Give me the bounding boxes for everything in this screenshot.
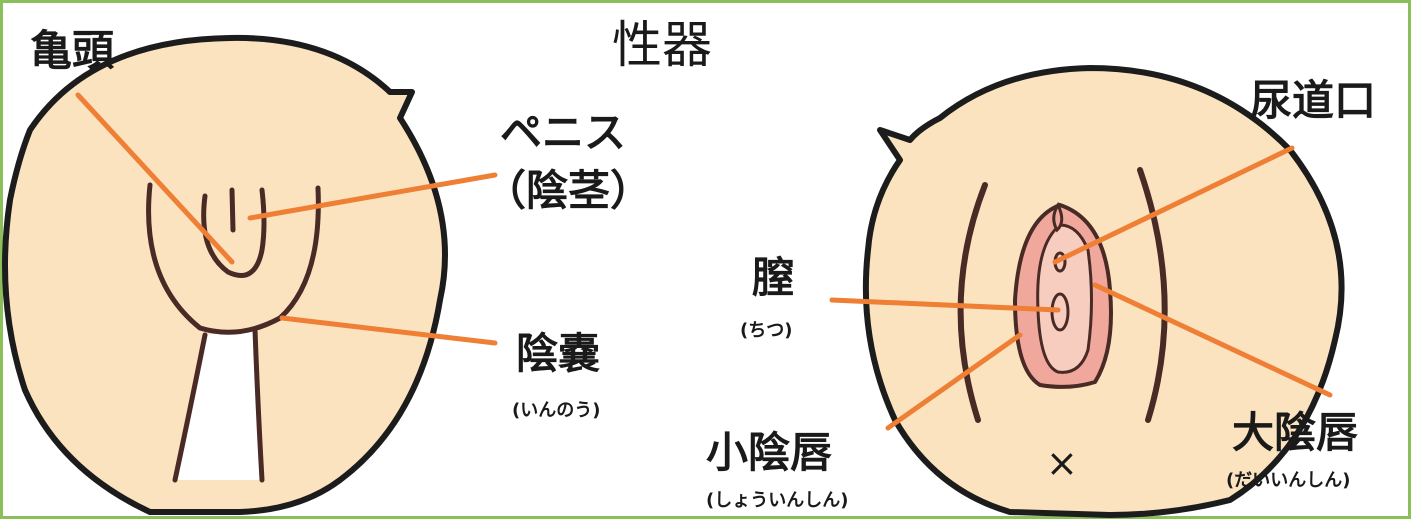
label-scrotum: 陰嚢 [516,329,601,378]
male-illustration [2,34,498,515]
label-glans: 亀頭 [30,26,115,75]
leader-vagina [829,297,1061,313]
label-vagina-reading: (ちつ) [740,320,793,341]
label-vagina: 膣 [752,253,795,302]
label-urethral-opening: 尿道口 [1250,76,1377,125]
penis-center-line [229,187,236,233]
female-illustration [829,65,1345,518]
leader-urethral-opening [1052,145,1295,265]
label-labia-minora-reading: (しょういんしん) [706,490,849,511]
label-scrotum-reading: (いんのう) [512,400,601,421]
label-labia-majora: 大陰唇 [1232,408,1359,457]
leader-penis [247,172,498,221]
leader-labia-majora [1092,282,1333,398]
leader-glans [75,92,235,265]
leader-scrotum [279,315,498,346]
label-penis: ペニス [500,108,627,157]
anus-mark: × [1046,441,1078,485]
clitoris [1052,201,1064,233]
labia-majora-right [1137,167,1168,423]
label-labia-minora: 小陰唇 [706,428,833,477]
male-body-circle [2,34,448,515]
right-thigh-line [252,327,265,483]
label-labia-majora-reading: (だいいんしん) [1226,470,1351,491]
labia-majora-left [957,182,988,423]
leader-labia-minora [885,332,1023,431]
left-thigh-line [172,332,208,483]
page-title: 性器 [612,16,712,74]
label-penis-kanji: （陰茎） [484,166,653,215]
legs-gap [175,330,262,480]
scrotum-outline [146,182,321,335]
